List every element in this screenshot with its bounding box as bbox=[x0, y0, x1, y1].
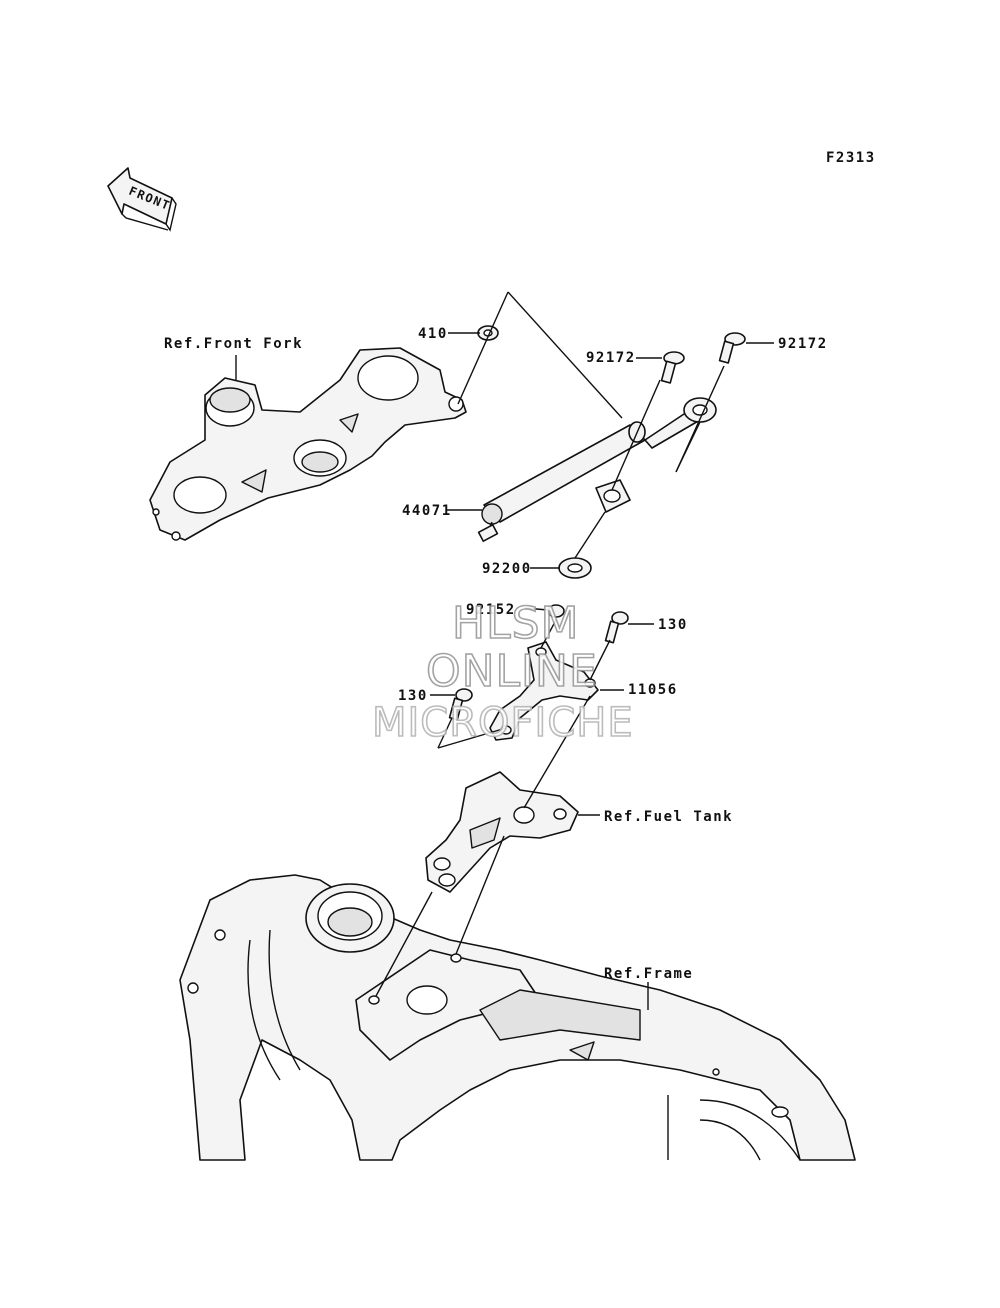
part-92172-bolt-left bbox=[660, 351, 685, 384]
callout-92172-left: 92172 bbox=[586, 350, 636, 366]
main-frame bbox=[179, 874, 856, 1161]
part-11056-bracket bbox=[489, 641, 599, 741]
part-410-washer bbox=[477, 325, 499, 341]
part-130-bolt-right bbox=[604, 611, 629, 644]
fuel-tank-bracket bbox=[425, 771, 579, 893]
watermark: HLSM ONLINE MICROFICHE bbox=[371, 597, 634, 747]
callout-ref-fuel-tank: Ref.Fuel Tank bbox=[604, 809, 733, 825]
callout-92200: 92200 bbox=[482, 561, 532, 577]
front-direction-arrow-icon: FRONT bbox=[107, 167, 177, 232]
leader-lines bbox=[235, 291, 774, 1160]
part-92152-collar bbox=[547, 604, 565, 618]
part-44071-steering-damper bbox=[477, 397, 717, 542]
callout-ref-frame: Ref.Frame bbox=[604, 966, 693, 982]
callout-11056: 11056 bbox=[628, 682, 678, 698]
callout-410: 410 bbox=[418, 326, 448, 342]
watermark-line2: ONLINE bbox=[426, 646, 598, 697]
part-130-bolt-left bbox=[448, 688, 473, 721]
callout-130-left: 130 bbox=[398, 688, 428, 704]
callout-labels: Ref.Front Fork 410 92172 92172 44071 922… bbox=[164, 326, 828, 982]
watermark-line1: HLSM bbox=[452, 598, 580, 649]
callout-92172-right: 92172 bbox=[778, 336, 828, 352]
watermark-line3: MICROFICHE bbox=[372, 700, 634, 746]
part-92200-collar bbox=[558, 557, 592, 579]
upper-triple-clamp bbox=[149, 347, 467, 541]
part-92172-bolt-right bbox=[718, 332, 746, 364]
callout-ref-front-fork: Ref.Front Fork bbox=[164, 336, 303, 352]
callout-130-right: 130 bbox=[658, 617, 688, 633]
callout-44071: 44071 bbox=[402, 503, 452, 519]
callout-92152: 92152 bbox=[466, 602, 516, 618]
diagram-code: F2313 bbox=[826, 150, 876, 166]
